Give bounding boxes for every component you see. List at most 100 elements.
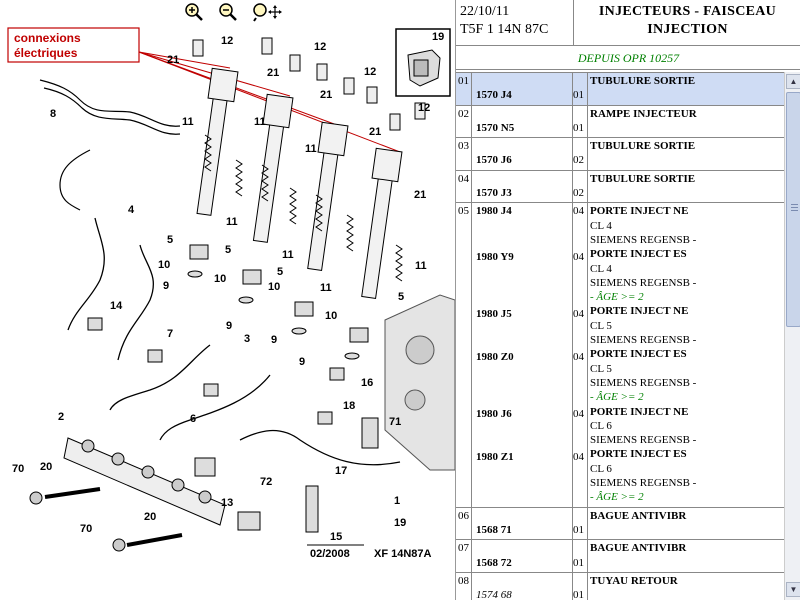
scroll-thumb[interactable] — [786, 92, 800, 327]
exploded-diagram[interactable]: 19 connexions électriques — [0, 0, 455, 600]
header-info: 22/10/11 T5F 1 14N 87C — [456, 0, 574, 46]
part-detail: CL 6 — [590, 419, 612, 432]
fuel-rail — [63, 437, 226, 526]
scroll-down-button[interactable]: ▼ — [786, 582, 800, 597]
age-condition: - ÂGE >= 2 — [590, 491, 644, 504]
part-quantity: 01 — [573, 121, 584, 134]
footer-date: 02/2008 — [310, 548, 350, 560]
svg-text:9: 9 — [271, 334, 277, 346]
age-condition: - ÂGE >= 2 — [590, 391, 644, 404]
zoom-pan-button[interactable] — [252, 2, 282, 22]
svg-text:11: 11 — [320, 282, 332, 294]
caps — [192, 37, 426, 131]
svg-text:11: 11 — [226, 216, 238, 228]
part-description: TUBULURE SORTIE — [590, 140, 696, 153]
svg-text:21: 21 — [267, 67, 279, 79]
part-detail: CL 4 — [590, 262, 612, 275]
zoom-in-button[interactable] — [184, 2, 204, 22]
part-reference: 1568 72 — [476, 556, 512, 569]
part-quantity: 04 — [573, 351, 584, 364]
part-description: PORTE INJECT ES — [590, 448, 687, 461]
part-quantity: 01 — [573, 556, 584, 569]
svg-text:12: 12 — [418, 102, 430, 114]
qty-cell — [572, 203, 588, 507]
scroll-up-button[interactable]: ▲ — [786, 74, 800, 89]
parts-pane: 22/10/11 T5F 1 14N 87C INJECTEURS - FAIS… — [455, 0, 800, 600]
zoom-out-button[interactable] — [218, 2, 238, 22]
part-reference: 1570 N5 — [476, 121, 515, 134]
part-reference: 1568 71 — [476, 523, 512, 536]
index-cell — [456, 105, 472, 138]
svg-text:5: 5 — [225, 244, 231, 256]
zoom-out-icon — [219, 3, 237, 21]
clips — [87, 317, 379, 533]
svg-text:11: 11 — [305, 143, 317, 155]
svg-text:12: 12 — [314, 41, 326, 53]
svg-text:21: 21 — [414, 189, 426, 201]
qty-cell — [572, 507, 588, 540]
svg-text:21: 21 — [369, 126, 381, 138]
part-index: 07 — [458, 542, 469, 555]
callout-line1: connexions — [14, 31, 81, 45]
svg-text:9: 9 — [299, 356, 305, 368]
zoom-in-icon — [185, 3, 203, 21]
diagram-pane[interactable]: 19 connexions électriques — [0, 0, 455, 600]
part-detail: SIEMENS REGENSB - — [590, 434, 697, 447]
svg-text:19: 19 — [394, 517, 406, 529]
svg-text:10: 10 — [325, 310, 337, 322]
index-cell — [456, 73, 472, 105]
svg-text:12: 12 — [221, 35, 233, 47]
part-description: TUYAU RETOUR — [590, 574, 678, 587]
part-reference: 1980 J5 — [476, 308, 512, 321]
svg-text:20: 20 — [144, 511, 156, 523]
qty-cell — [572, 73, 588, 105]
part-reference: 1980 Z0 — [476, 351, 514, 364]
footer-code: XF 14N87A — [374, 548, 432, 560]
svg-text:13: 13 — [221, 497, 233, 509]
part-reference: 1570 J4 — [476, 89, 512, 102]
part-description: PORTE INJECT ES — [590, 348, 687, 361]
svg-text:10: 10 — [158, 259, 170, 271]
part-detail: SIEMENS REGENSB - — [590, 276, 697, 289]
page-title-line1: INJECTEURS - FAISCEAU — [598, 4, 777, 19]
part-quantity: 01 — [573, 589, 584, 600]
svg-text:14: 14 — [110, 300, 123, 312]
svg-text:10: 10 — [268, 281, 280, 293]
part-reference: 1980 J6 — [476, 408, 512, 421]
qty-cell — [572, 105, 588, 138]
part-description: PORTE INJECT ES — [590, 248, 687, 261]
part-description: PORTE INJECT NE — [590, 305, 689, 318]
svg-text:1: 1 — [394, 495, 400, 507]
part-reference: 1570 J6 — [476, 154, 512, 167]
svg-text:4: 4 — [128, 204, 135, 216]
part-quantity: 04 — [573, 308, 584, 321]
svg-text:72: 72 — [260, 476, 272, 488]
part-description: TUBULURE SORTIE — [590, 75, 696, 87]
part-detail: SIEMENS REGENSB - — [590, 376, 697, 389]
connector-icon — [407, 49, 441, 87]
part-index: 02 — [458, 107, 469, 120]
svg-text:17: 17 — [335, 465, 347, 477]
qty-cell — [572, 138, 588, 170]
return-hose — [39, 79, 181, 211]
svg-text:9: 9 — [226, 320, 232, 332]
svg-text:70: 70 — [80, 523, 92, 535]
svg-text:5: 5 — [167, 234, 173, 246]
svg-text:71: 71 — [389, 416, 401, 428]
svg-text:8: 8 — [50, 108, 56, 120]
scrollbar[interactable]: ▲ ▼ — [784, 72, 800, 600]
part-description: PORTE INJECT NE — [590, 205, 689, 218]
part-index: 01 — [458, 75, 469, 87]
hp-pump — [384, 294, 455, 471]
svg-text:21: 21 — [320, 89, 332, 101]
hp-tubes — [67, 217, 401, 466]
